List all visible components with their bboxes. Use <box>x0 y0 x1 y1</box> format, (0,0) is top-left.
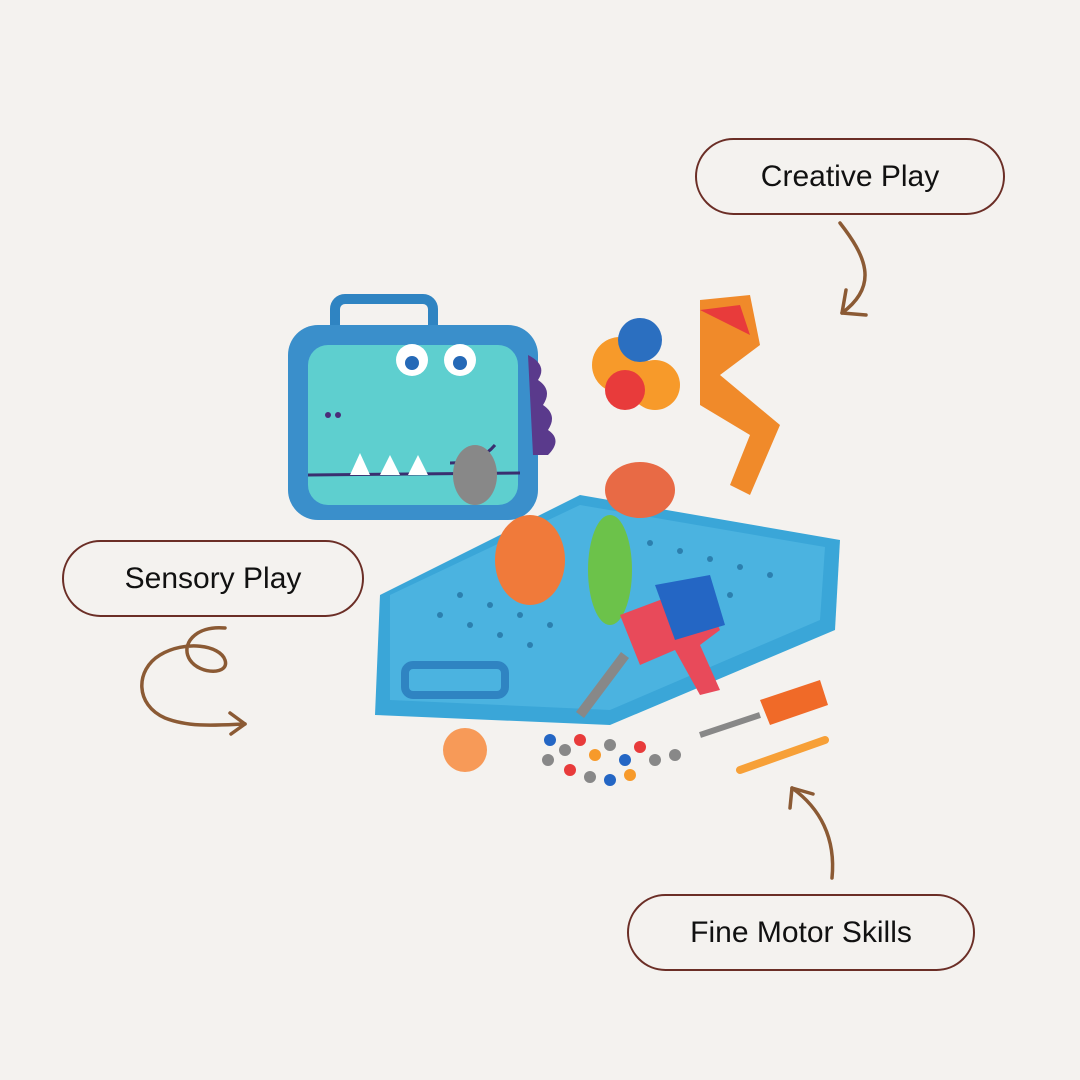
sensory-arrow-icon <box>140 626 247 736</box>
fine-motor-arrow-icon <box>788 786 835 880</box>
sensory-play-label: Sensory Play <box>62 540 364 617</box>
creative-play-text: Creative Play <box>760 159 940 193</box>
sensory-play-text: Sensory Play <box>124 561 302 595</box>
creative-play-label: Creative Play <box>695 138 1005 215</box>
creative-arrow-icon <box>838 221 868 317</box>
fine-motor-skills-label: Fine Motor Skills <box>627 894 975 971</box>
fine-motor-skills-text: Fine Motor Skills <box>690 915 912 949</box>
product-image <box>288 294 840 786</box>
